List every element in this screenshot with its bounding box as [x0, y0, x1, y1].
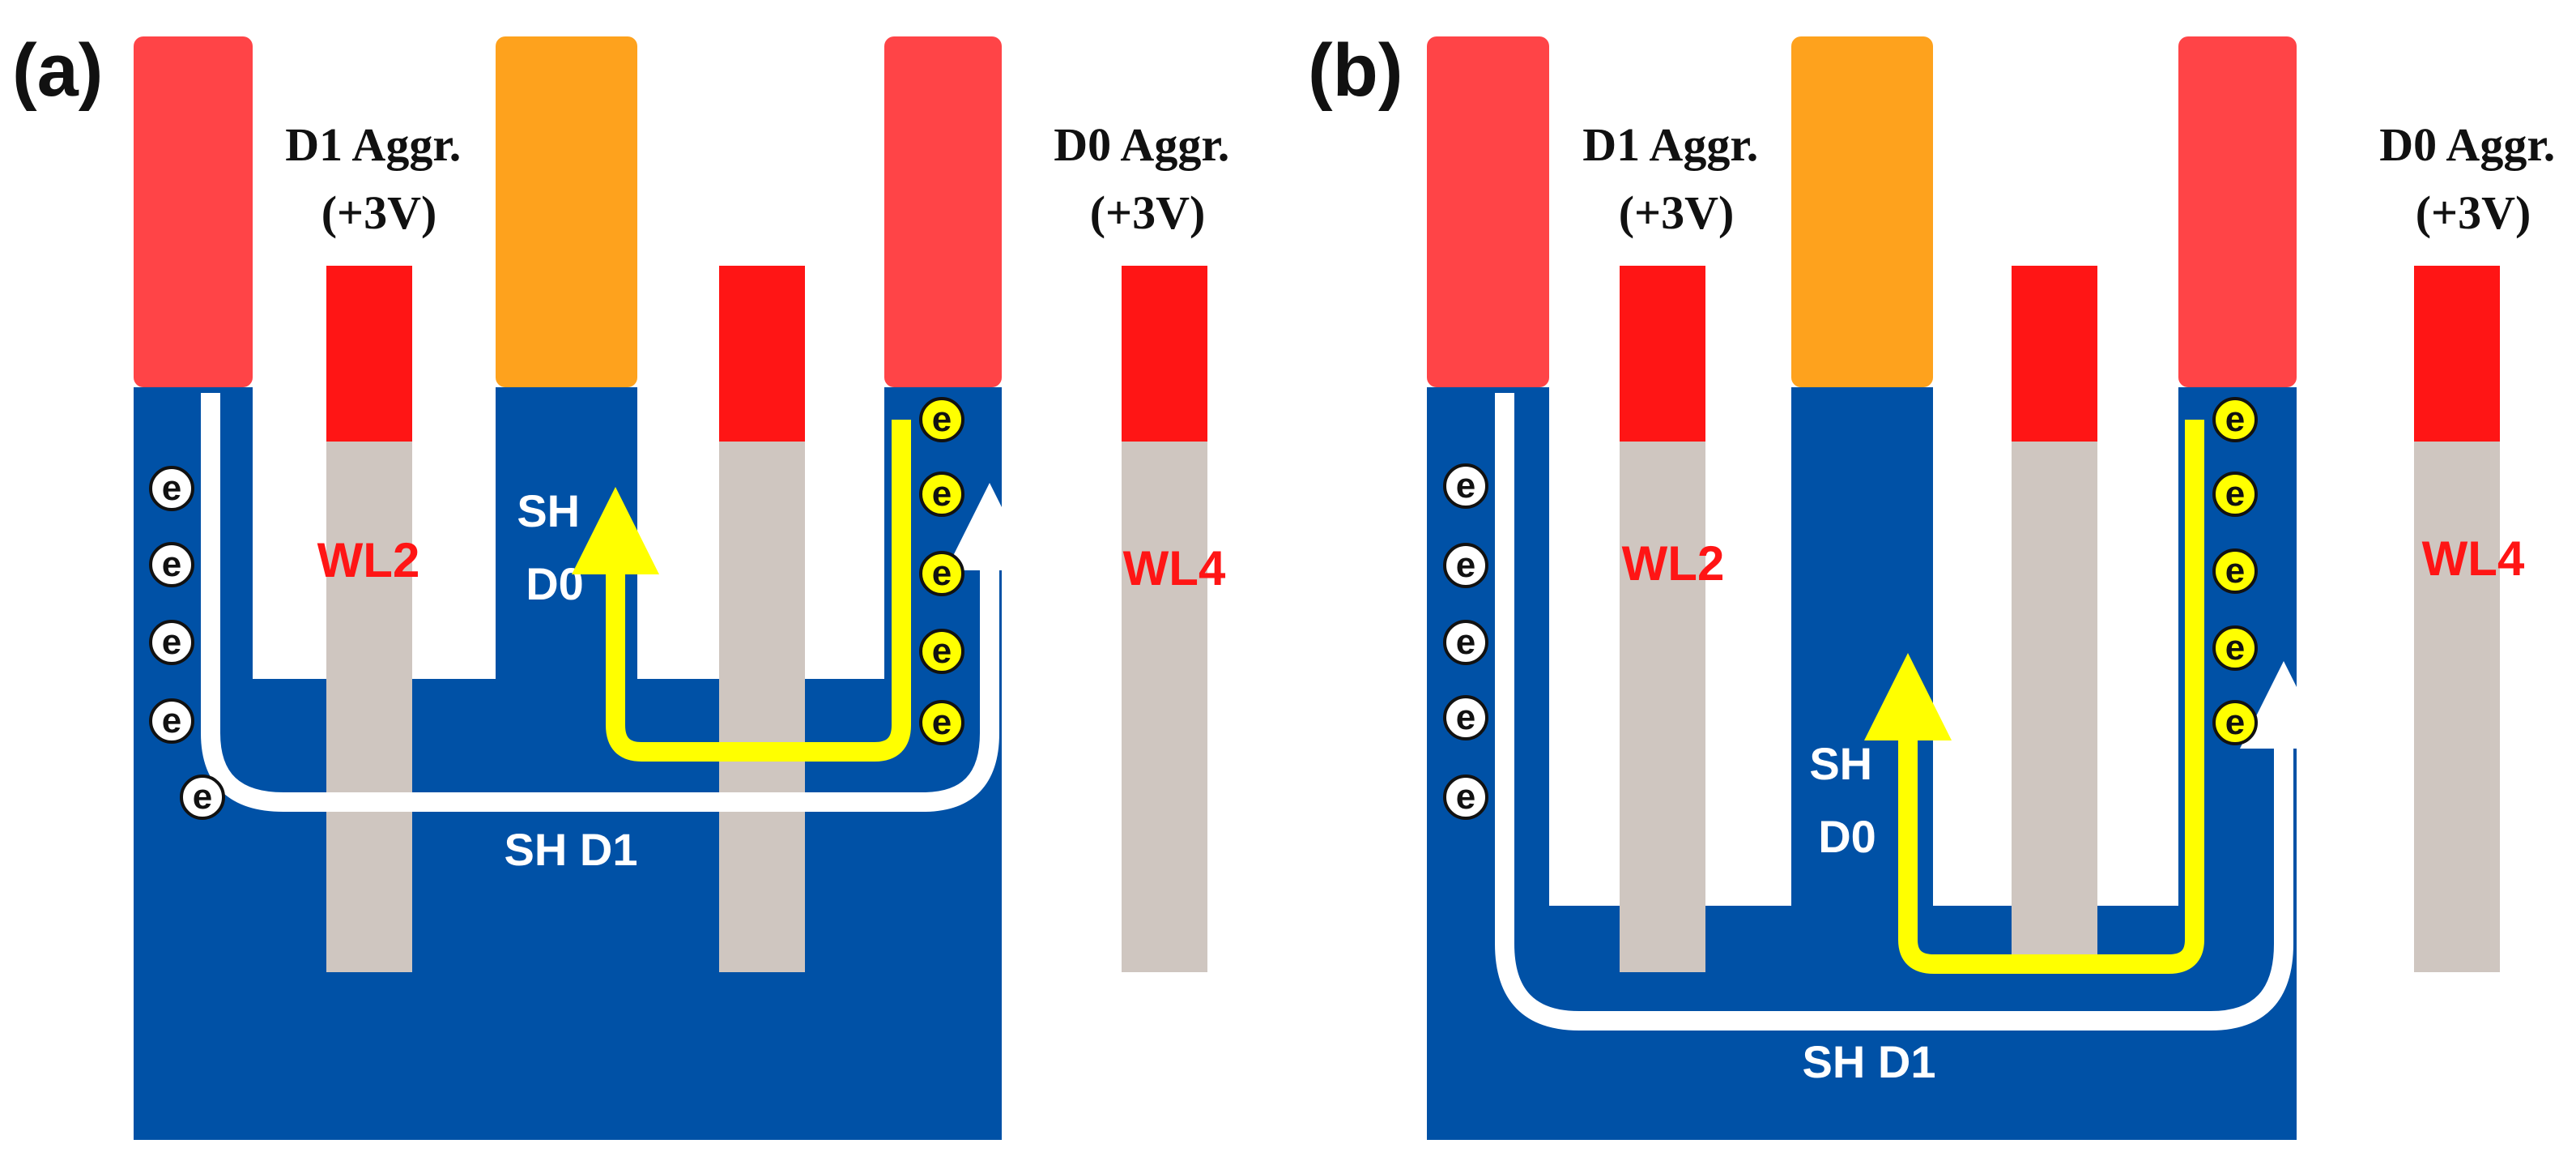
sh-d0-path-a: [572, 420, 911, 762]
sh-d0-path-b: [1864, 420, 2204, 974]
svg-text:e: e: [1456, 622, 1475, 662]
electron-yellow-a-3: e: [919, 551, 964, 596]
wl2-red-a: [326, 266, 412, 442]
svg-text:e: e: [162, 701, 181, 740]
wl2-red-b: [1620, 266, 1705, 442]
gate-top-right-b: [2178, 36, 2297, 387]
wl2-gray-b: [1620, 442, 1705, 972]
wl4-label-b: WL4: [2422, 531, 2525, 586]
wl4-gray-a: [1122, 442, 1207, 972]
panel-label-b: (b): [1308, 29, 1403, 112]
electron-white-a-5: e: [180, 775, 225, 820]
gate-top-left-a: [134, 36, 253, 387]
svg-text:e: e: [932, 631, 952, 671]
electron-yellow-b-4: e: [2212, 625, 2258, 671]
panel-a: (a) D1 Aggr. (+3V) D0 Aggr. (+3V) WL2 WL…: [12, 29, 1241, 1140]
sh-d1-label-a: SH D1: [505, 824, 638, 875]
electron-yellow-b-2: e: [2212, 472, 2258, 517]
gate-top-left-b: [1427, 36, 1549, 387]
electron-white-b-1: e: [1443, 463, 1488, 509]
d1-aggr-label-a: D1 Aggr. (+3V): [285, 118, 473, 239]
electron-white-a-1: e: [149, 466, 194, 511]
electron-white-b-3: e: [1443, 620, 1488, 665]
white-electrons-b: e e e e e: [1443, 463, 1488, 820]
white-electrons-a: e e e e e: [149, 466, 225, 820]
electron-yellow-a-5: e: [919, 700, 964, 745]
d0-aggr-label-a: D0 Aggr. (+3V): [1054, 118, 1241, 239]
electron-white-a-4: e: [149, 698, 194, 744]
gate-top-middle-b: [1791, 36, 1933, 387]
wl2-label-a: WL2: [317, 533, 420, 587]
wl4-label-a: WL4: [1123, 541, 1226, 595]
svg-text:e: e: [1456, 777, 1475, 817]
wl3-gray-b: [2012, 442, 2097, 972]
svg-text:e: e: [2225, 551, 2245, 591]
wl2-label-b: WL2: [1622, 536, 1725, 591]
electron-white-b-5: e: [1443, 775, 1488, 820]
svg-text:e: e: [932, 474, 952, 514]
gate-top-right-a: [884, 36, 1002, 387]
electron-yellow-a-4: e: [919, 629, 964, 674]
wl3-red-b: [2012, 266, 2097, 442]
d1-aggr-label-b: D1 Aggr. (+3V): [1582, 118, 1770, 239]
electron-white-b-4: e: [1443, 695, 1488, 740]
svg-text:e: e: [1456, 545, 1475, 585]
electron-yellow-b-1: e: [2212, 397, 2258, 442]
sh-d1-label-b: SH D1: [1803, 1036, 1936, 1087]
svg-text:e: e: [1456, 698, 1475, 737]
sh-d1-path-b: [1495, 393, 2327, 1031]
wl3-gray-a: [719, 442, 805, 972]
svg-text:e: e: [2225, 474, 2245, 514]
svg-text:e: e: [2225, 628, 2245, 668]
electron-yellow-b-5: e: [2212, 700, 2258, 745]
wl4-gray-b: [2414, 442, 2500, 972]
electron-yellow-a-1: e: [919, 397, 964, 442]
sh-d0-label-b: SH D0: [1809, 738, 1884, 862]
wl3-red-a: [719, 266, 805, 442]
wl4-red-b: [2414, 266, 2500, 442]
electron-yellow-b-3: e: [2212, 548, 2258, 594]
yellow-electrons-a: e e e e e: [919, 397, 964, 745]
wl4-red-a: [1122, 266, 1207, 442]
panel-label-a: (a): [12, 29, 103, 112]
electron-white-b-2: e: [1443, 543, 1488, 588]
panel-b: (b) D1 Aggr. (+3V) D0 Aggr. (+3V) WL2 WL…: [1308, 29, 2567, 1140]
svg-text:e: e: [193, 777, 212, 817]
yellow-electrons-b: e e e e e: [2212, 397, 2258, 745]
svg-text:e: e: [2225, 399, 2245, 439]
d0-aggr-label-b: D0 Aggr. (+3V): [2379, 118, 2567, 239]
sh-d1-path-a: [201, 393, 1033, 812]
electron-yellow-a-2: e: [919, 472, 964, 517]
gate-top-middle-a: [496, 36, 637, 387]
svg-text:e: e: [932, 553, 952, 593]
svg-text:e: e: [162, 544, 181, 584]
electron-white-a-3: e: [149, 620, 194, 665]
svg-text:e: e: [1456, 466, 1475, 506]
svg-text:e: e: [162, 622, 181, 662]
svg-text:e: e: [2225, 702, 2245, 742]
wl2-gray-a: [326, 442, 412, 972]
svg-text:e: e: [932, 702, 952, 742]
electron-white-a-2: e: [149, 542, 194, 587]
svg-text:e: e: [932, 399, 952, 439]
svg-text:e: e: [162, 468, 181, 508]
